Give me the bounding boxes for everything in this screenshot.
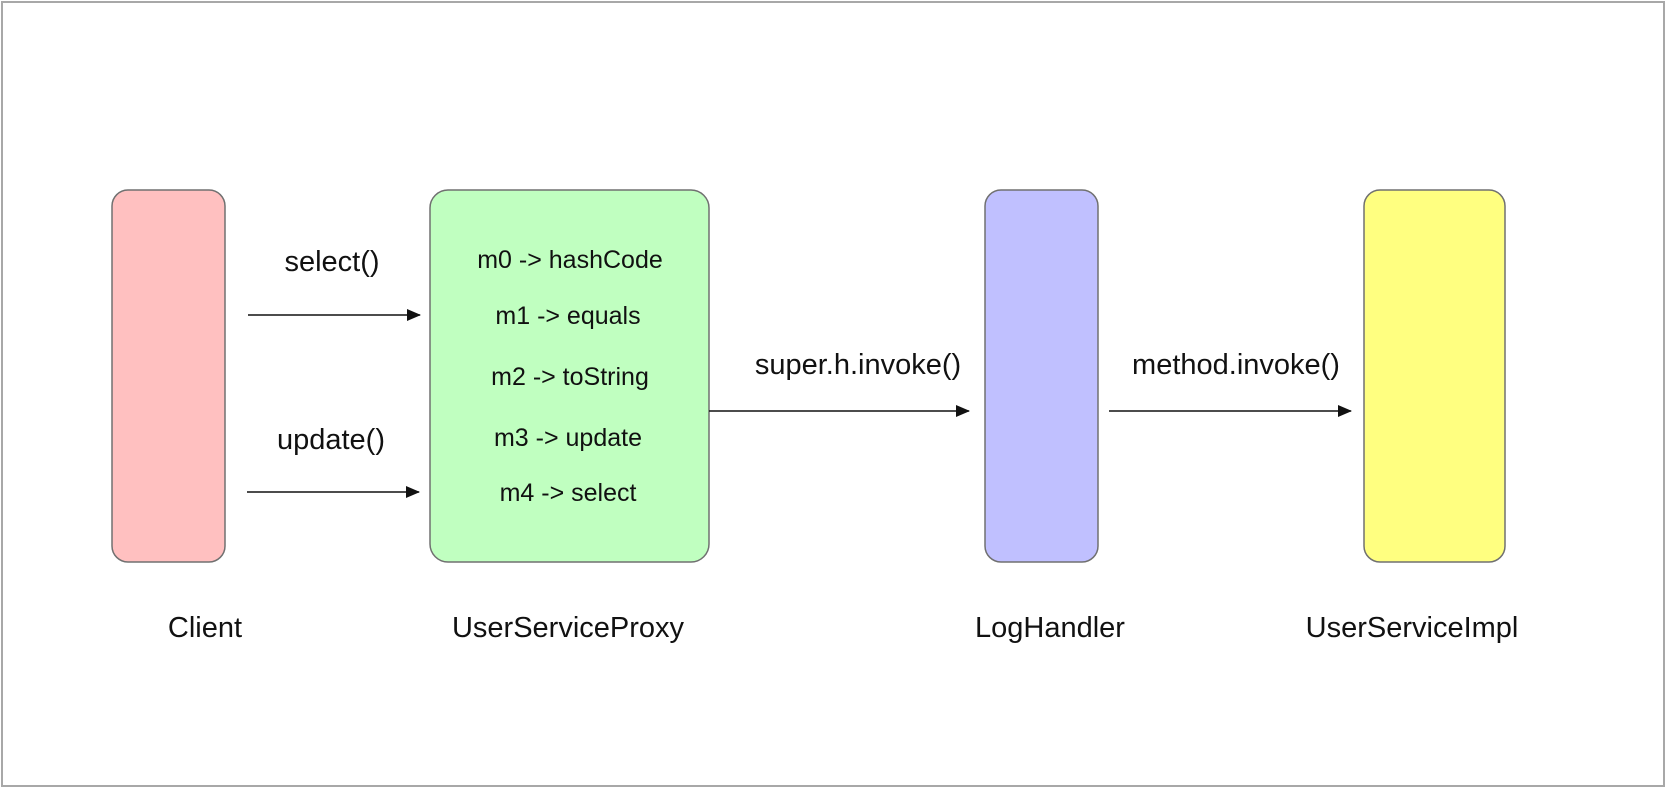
user-service-proxy-node xyxy=(429,189,710,563)
select-edge-label: select() xyxy=(284,246,379,278)
client-node xyxy=(111,189,226,563)
user-service-impl-node xyxy=(1363,189,1506,563)
proxy-method-3: m3 -> update xyxy=(494,424,642,452)
proxy-method-4: m4 -> select xyxy=(500,479,637,507)
user-service-proxy-label: UserServiceProxy xyxy=(452,612,685,644)
method-invoke-edge-label: method.invoke() xyxy=(1132,349,1340,381)
proxy-method-0: m0 -> hashCode xyxy=(477,246,663,274)
proxy-method-2: m2 -> toString xyxy=(491,363,649,391)
log-handler-label: LogHandler xyxy=(975,612,1125,644)
update-edge-label: update() xyxy=(277,424,385,456)
super-invoke-edge-label: super.h.invoke() xyxy=(755,349,961,381)
client-label: Client xyxy=(168,612,242,644)
log-handler-node xyxy=(984,189,1099,563)
user-service-impl-label: UserServiceImpl xyxy=(1306,612,1519,644)
proxy-method-1: m1 -> equals xyxy=(495,302,640,330)
